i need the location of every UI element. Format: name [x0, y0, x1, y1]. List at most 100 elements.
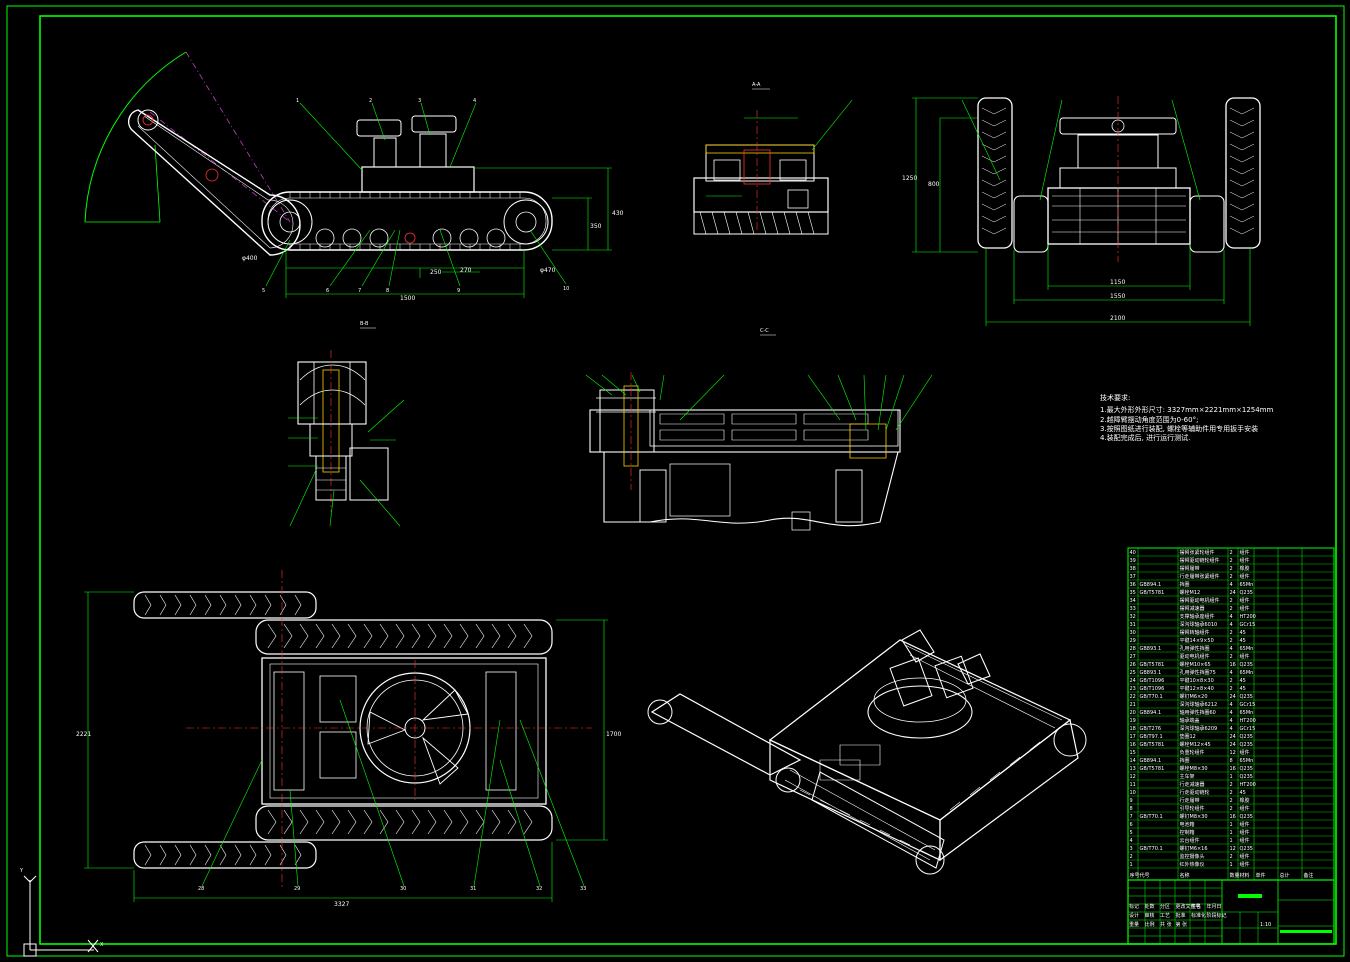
bom-cell: GB/T5781	[1140, 766, 1165, 772]
bom-cell: 30	[1130, 630, 1136, 636]
bom-cell: 组件	[1240, 573, 1250, 580]
front-dim-mid: 1550	[1110, 293, 1125, 300]
plan-view: 3327 2221 1700 28 29 30 31 32 33	[76, 570, 621, 908]
drawing-frame	[6, 5, 1345, 957]
bom-cell: 26	[1130, 662, 1136, 668]
bom-cell: 组件	[1240, 653, 1250, 660]
plan-callout-33: 33	[580, 886, 586, 892]
bom-cell: 21	[1130, 702, 1136, 708]
tech-note-1: 1.最大外形外形尺寸: 3327mm×2221mm×1254mm	[1100, 405, 1274, 414]
bom-cell: 平键12×8×40	[1180, 685, 1214, 692]
bom-cell: 孔用弹性挡圈75	[1180, 669, 1216, 676]
bom-cell: 6	[1130, 822, 1133, 828]
bom-cell: 1	[1130, 862, 1133, 868]
section-a-label: A-A	[752, 82, 761, 88]
plan-callout-32: 32	[536, 886, 542, 892]
bom-cell: 4	[1230, 702, 1233, 708]
bom-cell: 36	[1130, 582, 1136, 588]
bom-cell: 主车架	[1180, 773, 1195, 780]
bom-cell: 1	[1230, 774, 1233, 780]
side-dim-dia-rear: φ400	[242, 255, 258, 262]
bom-header-cell: 材料	[1240, 872, 1250, 879]
plan-callout-31: 31	[470, 886, 476, 892]
bom-cell: 65Mn	[1240, 582, 1254, 588]
bom-cell: 孔用弹性挡圈	[1180, 645, 1210, 652]
title-block-label: 批准	[1176, 912, 1186, 919]
bom-cell: 电池箱	[1180, 821, 1195, 828]
bom-cell: 2	[1130, 854, 1133, 860]
bom-cell: 2	[1230, 558, 1233, 564]
bom-cell: 65Mn	[1240, 758, 1254, 764]
bom-cell: 14	[1130, 758, 1136, 764]
bom-header-cell: 备注	[1304, 872, 1314, 879]
bom-cell: Q235	[1240, 774, 1253, 780]
bom-cell: GCr15	[1240, 622, 1256, 628]
bom-cell: 24	[1130, 678, 1136, 684]
bom-cell: 螺栓M10×65	[1180, 661, 1211, 668]
bom-cell: 组件	[1240, 853, 1250, 860]
bom-cell: 9	[1130, 798, 1133, 804]
bom-cell: 38	[1130, 566, 1136, 572]
bom-cell: GB894.1	[1140, 710, 1162, 716]
bom-cell: GCr15	[1240, 726, 1256, 732]
bom-cell: GB/T276	[1140, 726, 1162, 732]
bom-cell: 19	[1130, 718, 1136, 724]
bom-cell: Q235	[1240, 590, 1253, 596]
bom-cell: GB894.1	[1140, 758, 1162, 764]
side-dim-dia-front: φ470	[540, 267, 556, 274]
bom-cell: 平键10×8×30	[1180, 677, 1214, 684]
bom-cell: 螺栓M12×45	[1180, 741, 1211, 748]
bom-cell: 25	[1130, 670, 1136, 676]
bom-cell: Q235	[1240, 694, 1253, 700]
bom-cell: GB/T97.1	[1140, 734, 1163, 740]
title-block-label: 共 张	[1160, 921, 1172, 928]
bom-cell: 4	[1230, 670, 1233, 676]
bom-cell: Q235	[1240, 662, 1253, 668]
plan-dim-width-total: 2221	[76, 731, 91, 738]
bom-cell: 轴承端盖	[1180, 717, 1200, 724]
bom-cell: 18	[1130, 726, 1136, 732]
bom-cell: 13	[1130, 766, 1136, 772]
bom-cell: 22	[1130, 694, 1136, 700]
bom-cell: 33	[1130, 606, 1136, 612]
bom-cell: 监控摄像头	[1180, 853, 1205, 860]
bom-cell: 4	[1230, 646, 1233, 652]
front-dim-inner: 1150	[1110, 279, 1125, 286]
bom-header-cell: 单件	[1256, 872, 1266, 879]
bom-cell: 螺栓M8×30	[1180, 765, 1208, 772]
section-b-view: B-B	[288, 321, 405, 527]
bom-cell: 16	[1230, 814, 1236, 820]
section-c-label: C-C	[760, 328, 769, 334]
side-callout-4: 4	[473, 98, 476, 104]
bom-cell: 65Mn	[1240, 670, 1254, 676]
bom-cell: 螺钉M8×30	[1180, 813, 1208, 820]
bom-cell: 支撑轴承座组件	[1180, 613, 1215, 620]
tech-note-4: 4.装配完成后, 进行运行测试.	[1100, 433, 1190, 442]
bom-header-cell: 数量	[1230, 872, 1240, 879]
bom-cell: 2	[1230, 782, 1233, 788]
bom-cell: 1	[1230, 822, 1233, 828]
bom-cell: 4	[1230, 582, 1233, 588]
bom-cell: 23	[1130, 686, 1136, 692]
tech-note-2: 2.越障臂摆动角度范围为0-60°;	[1100, 415, 1198, 424]
section-a-view: A-A	[693, 82, 853, 236]
plan-callout-28: 28	[198, 886, 204, 892]
bom-cell: 17	[1130, 734, 1136, 740]
bom-cell: 2	[1230, 630, 1233, 636]
bom-cell: 2	[1230, 790, 1233, 796]
bom-cell: 16	[1230, 662, 1236, 668]
title-block-label: 审核	[1145, 912, 1155, 919]
title-block-scale: 1:10	[1260, 922, 1271, 928]
bom-cell: 摆臂履带	[1180, 565, 1200, 572]
bom-cell: 40	[1130, 550, 1136, 556]
bom-cell: 摆臂驱动电机组件	[1180, 597, 1220, 604]
tech-notes-title: 技术要求:	[1100, 393, 1130, 402]
bom-cell: 行走减速器	[1180, 781, 1205, 788]
bom-cell: Q235	[1240, 766, 1253, 772]
bom-cell: 摆臂驱动链轮组件	[1180, 557, 1220, 564]
title-block: 标记处数分区更改文件号签名年月日设计审核工艺批准标准化阶段标记重量比例共 张第 …	[1127, 879, 1335, 945]
isometric-view	[647, 629, 1087, 875]
bom-cell: 云台组件	[1180, 837, 1200, 844]
